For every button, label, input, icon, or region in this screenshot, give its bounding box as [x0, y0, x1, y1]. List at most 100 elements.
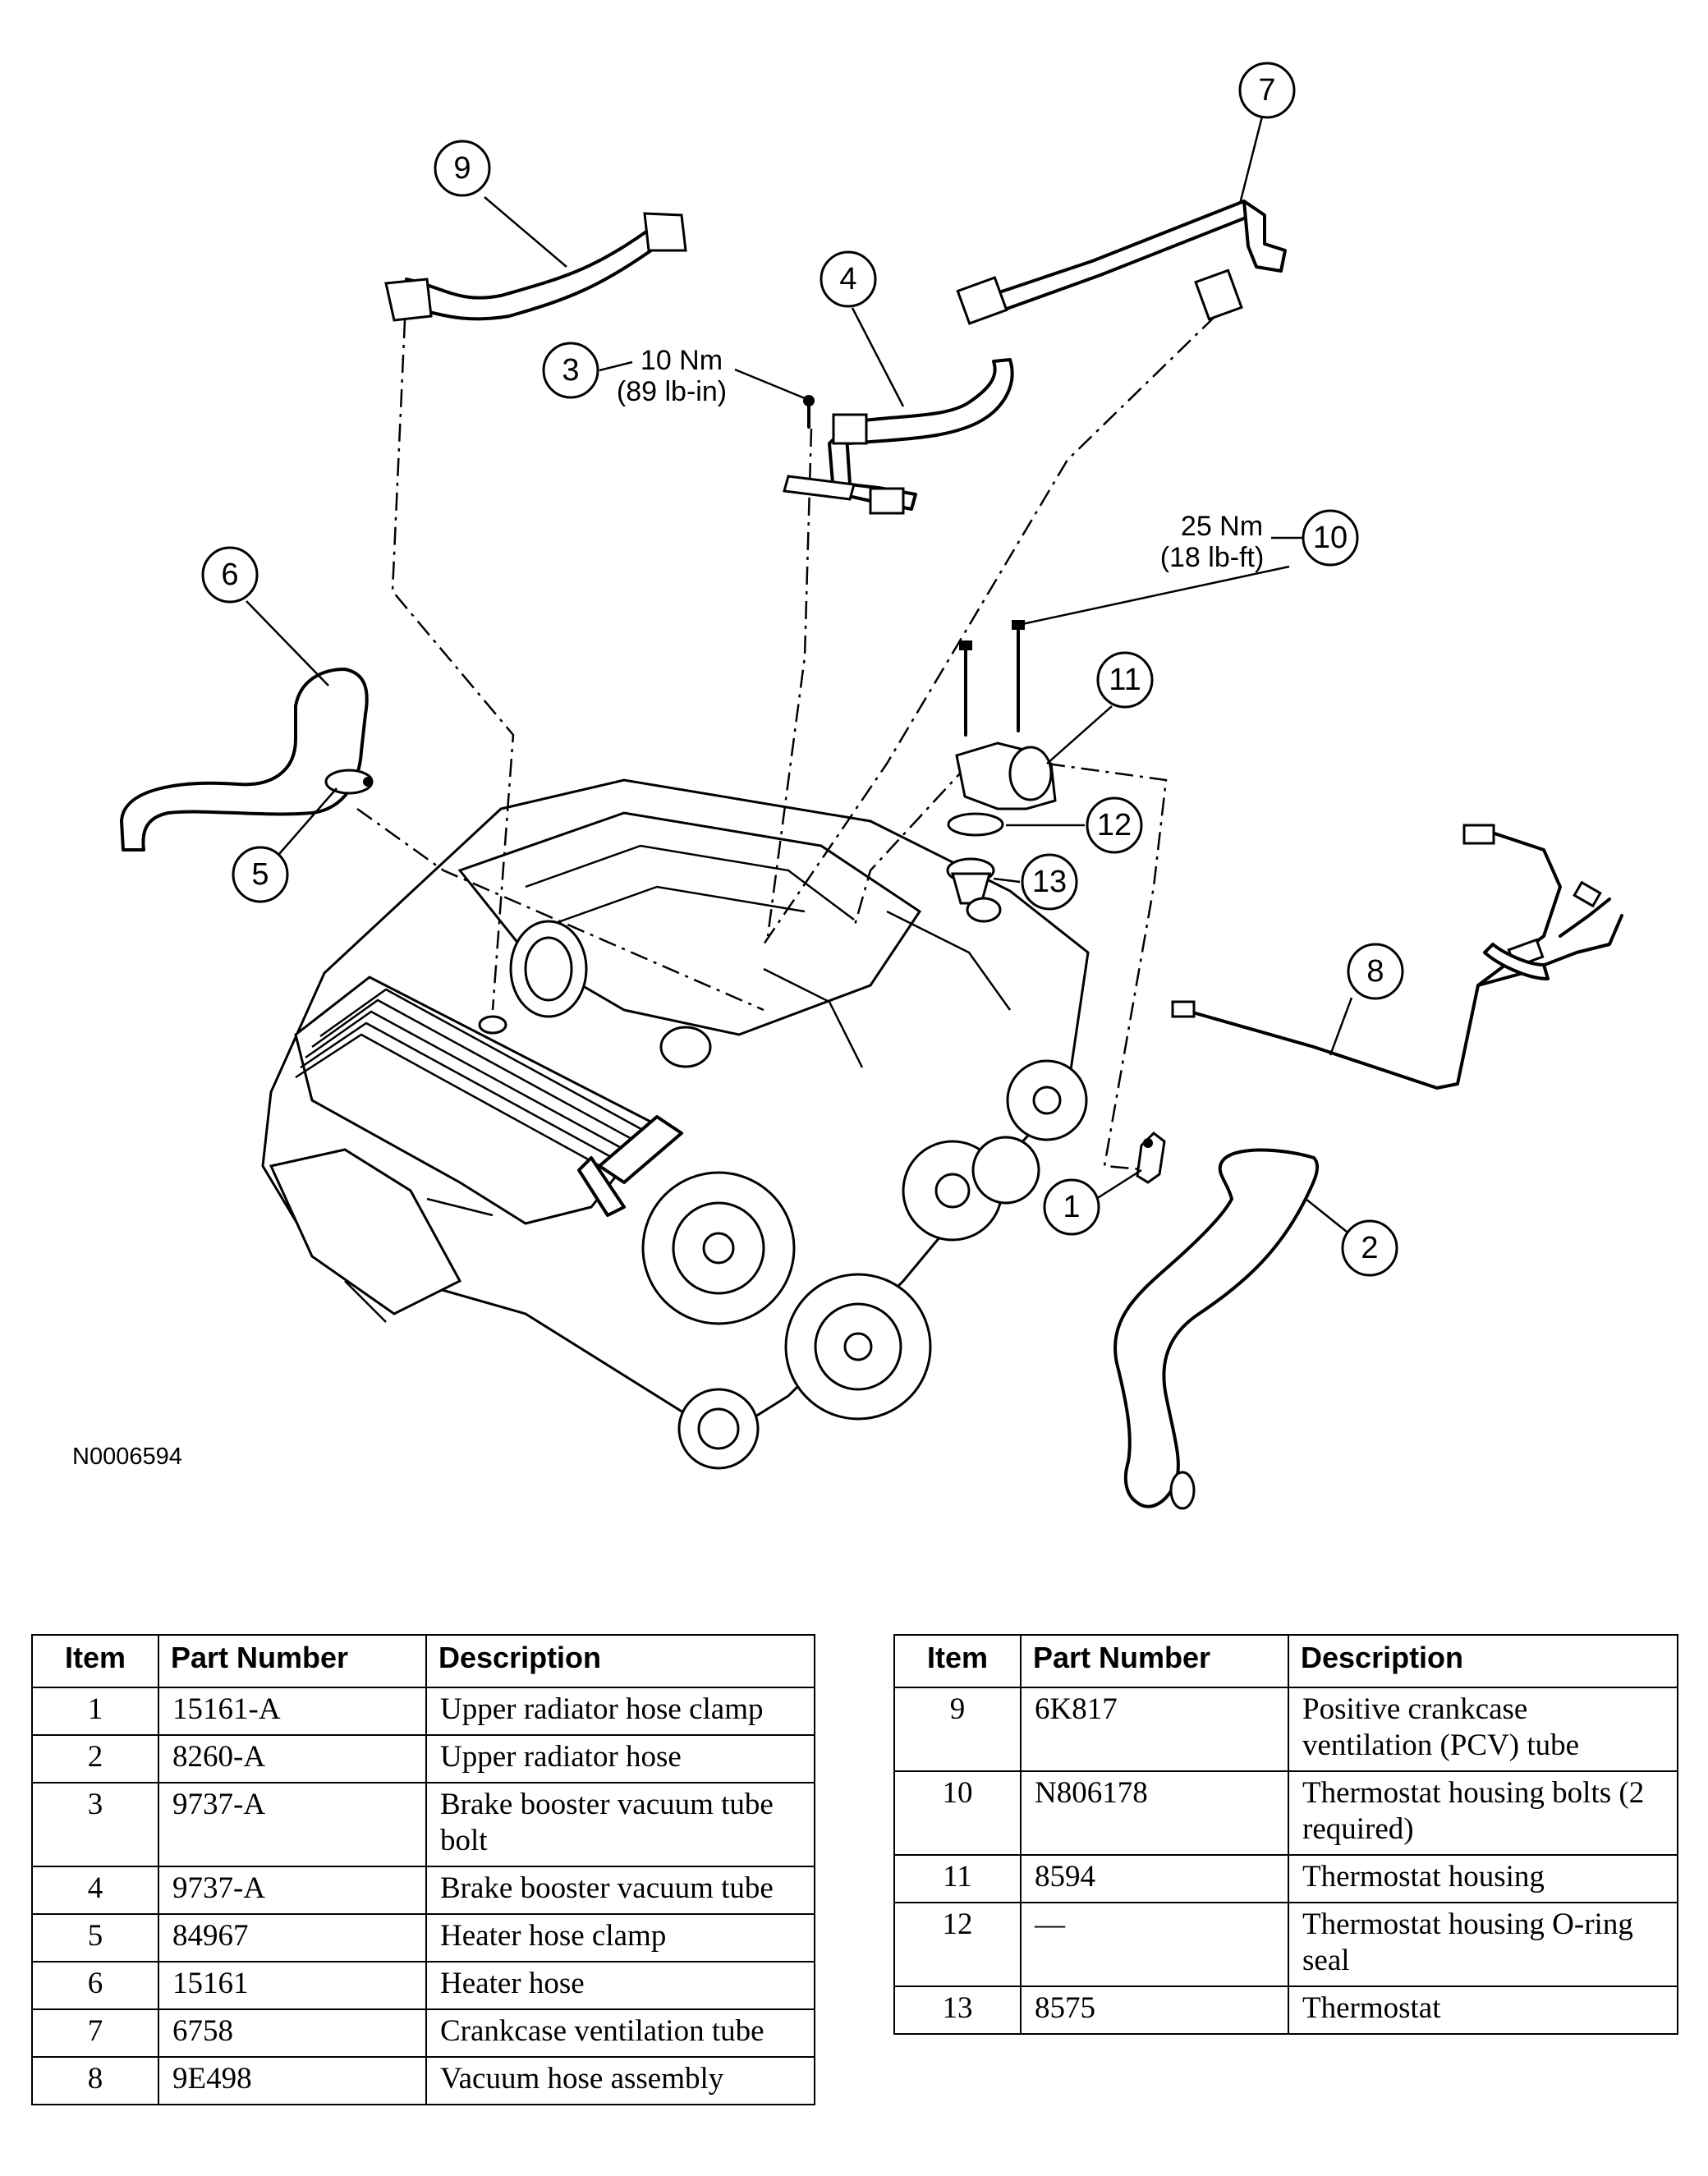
engine-assembly [261, 778, 1090, 1470]
part-number-cell: 9E498 [158, 2056, 427, 2105]
callout-13: 13 [1021, 853, 1078, 911]
thermostat [946, 857, 995, 905]
part-number-cell: 6K817 [1020, 1687, 1289, 1772]
callout-1: 1 [1043, 1178, 1100, 1236]
table-row: 12—Thermostat housing O-ring seal [893, 1902, 1678, 1987]
callout-11: 11 [1096, 651, 1154, 709]
description-cell: Vacuum hose assembly [425, 2056, 815, 2105]
part-number-cell: 84967 [158, 1913, 427, 1963]
callout-number: 8 [1366, 954, 1384, 989]
description-cell: Thermostat housing O-ring seal [1288, 1902, 1678, 1987]
description-cell: Heater hose [425, 1961, 815, 2010]
description-cell: Upper radiator hose clamp [425, 1687, 815, 1736]
item-cell: 11 [893, 1854, 1022, 1903]
item-cell: 1 [31, 1687, 159, 1736]
callout-number: 6 [221, 558, 238, 592]
description-cell: Positive crankcase ventilation (PCV) tub… [1288, 1687, 1678, 1772]
part-number-cell: 8594 [1020, 1854, 1289, 1903]
part-number-cell: 8260-A [158, 1734, 427, 1783]
item-cell: 8 [31, 2056, 159, 2105]
item-cell: 10 [893, 1770, 1022, 1856]
part-number-cell: 9737-A [158, 1866, 427, 1915]
callout-number: 12 [1097, 808, 1132, 842]
alignment-lines [356, 315, 1216, 1172]
callout-4: 4 [820, 250, 877, 308]
upper-radiator-hose [1113, 1148, 1320, 1510]
description-cell: Upper radiator hose [425, 1734, 815, 1783]
callout-5: 5 [232, 846, 289, 903]
callout-number: 4 [839, 262, 856, 296]
torque-item3-imperial: (89 lb-in) [617, 376, 727, 407]
description-cell: Brake booster vacuum tube [425, 1866, 815, 1915]
callout-number: 3 [562, 353, 579, 388]
callout-2: 2 [1341, 1219, 1398, 1277]
part-number-cell: — [1020, 1902, 1289, 1987]
callout-number: 5 [251, 857, 269, 892]
table-header-row: Item Part Number Description [31, 1634, 815, 1688]
item-cell: 4 [31, 1866, 159, 1915]
callout-3: 3 [542, 342, 599, 399]
torque-item3-metric: 10 Nm [640, 345, 723, 376]
header-part-number: Part Number [158, 1634, 427, 1688]
header-description: Description [425, 1634, 815, 1688]
header-item: Item [893, 1634, 1022, 1688]
item-cell: 3 [31, 1782, 159, 1867]
torque-item10-imperial: (18 lb-ft) [1160, 542, 1265, 573]
figure-id: N0006594 [72, 1444, 182, 1470]
brake-booster-vacuum-tube [783, 358, 1014, 515]
callout-number: 2 [1361, 1231, 1378, 1265]
part-number-cell: 15161 [158, 1961, 427, 2010]
item-cell: 7 [31, 2008, 159, 2058]
header-part-number: Part Number [1020, 1634, 1289, 1688]
part-number-cell: 8575 [1020, 1985, 1289, 2035]
pcv-tube [384, 212, 687, 322]
callout-7: 7 [1238, 62, 1296, 119]
thermostat-housing [955, 741, 1057, 810]
callout-9: 9 [434, 140, 491, 197]
item-cell: 9 [893, 1687, 1022, 1772]
description-cell: Crankcase ventilation tube [425, 2008, 815, 2058]
callout-number: 11 [1109, 663, 1141, 697]
callout-number: 7 [1258, 73, 1275, 108]
crankcase-ventilation-tube [956, 200, 1287, 325]
leader-lines [246, 112, 1353, 1233]
thermostat-o-ring [947, 812, 1004, 837]
part-number-cell: 9737-A [158, 1782, 427, 1867]
header-item: Item [31, 1634, 159, 1688]
item-cell: 12 [893, 1902, 1022, 1987]
description-cell: Thermostat [1288, 1985, 1678, 2035]
torque-item10-metric: 25 Nm [1181, 511, 1263, 542]
upper-radiator-hose-clamp [1136, 1132, 1166, 1184]
table-header-row: Item Part Number Description [893, 1634, 1678, 1688]
item-cell: 2 [31, 1734, 159, 1783]
header-description: Description [1288, 1634, 1678, 1688]
exploded-view-diagram: 10 Nm (89 lb-in) 25 Nm (18 lb-ft) 1 2 3 … [120, 62, 1623, 1510]
description-cell: Thermostat housing [1288, 1854, 1678, 1903]
heater-hose [120, 668, 369, 852]
callout-number: 9 [453, 151, 471, 186]
description-cell: Thermostat housing bolts (2 required) [1288, 1770, 1678, 1856]
part-number-cell: 15161-A [158, 1687, 427, 1736]
callout-6: 6 [201, 546, 259, 604]
callout-number: 13 [1032, 865, 1067, 899]
item-cell: 13 [893, 1985, 1022, 2035]
part-number-cell: N806178 [1020, 1770, 1289, 1856]
item-cell: 6 [31, 1961, 159, 2010]
part-number-cell: 6758 [158, 2008, 427, 2058]
